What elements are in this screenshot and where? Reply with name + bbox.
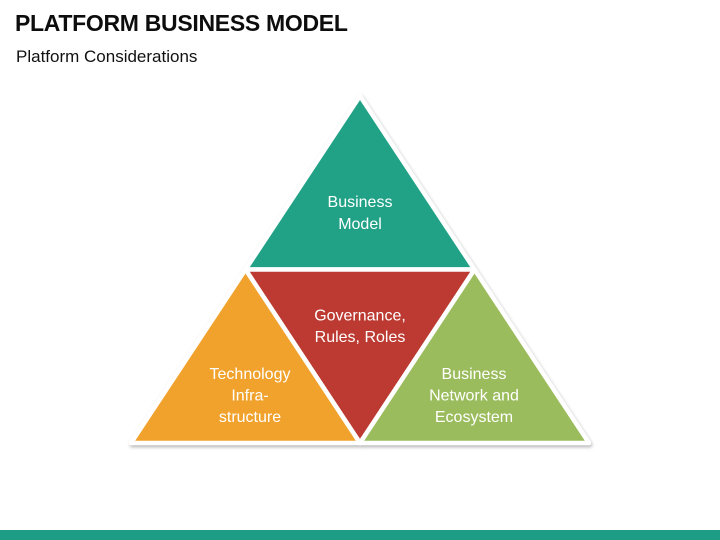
segment-business-model xyxy=(243,93,477,272)
segment-governance-label-line: Governance, xyxy=(314,308,406,325)
slide-subtitle: Platform Considerations xyxy=(16,47,198,66)
segment-business-model-label-line: Business xyxy=(328,194,393,211)
slide-title: PLATFORM BUSINESS MODEL xyxy=(15,10,348,36)
segment-network-label-line: Ecosystem xyxy=(435,409,513,426)
segment-technology-label-line: Infra- xyxy=(231,388,268,405)
segment-technology-label-line: Technology xyxy=(210,366,291,383)
footer-accent-bar xyxy=(0,530,720,540)
segment-business-model-label-line: Model xyxy=(338,216,382,233)
segment-business-network-ecosystem xyxy=(357,267,592,446)
segment-network-label-line: Network and xyxy=(429,388,519,405)
pyramid-segments xyxy=(128,93,592,446)
segment-network-label-line: Business xyxy=(442,366,507,383)
segment-technology-label-line: structure xyxy=(219,409,281,426)
segment-technology-infrastructure xyxy=(128,267,363,446)
segment-governance-label-line: Rules, Roles xyxy=(315,329,406,346)
